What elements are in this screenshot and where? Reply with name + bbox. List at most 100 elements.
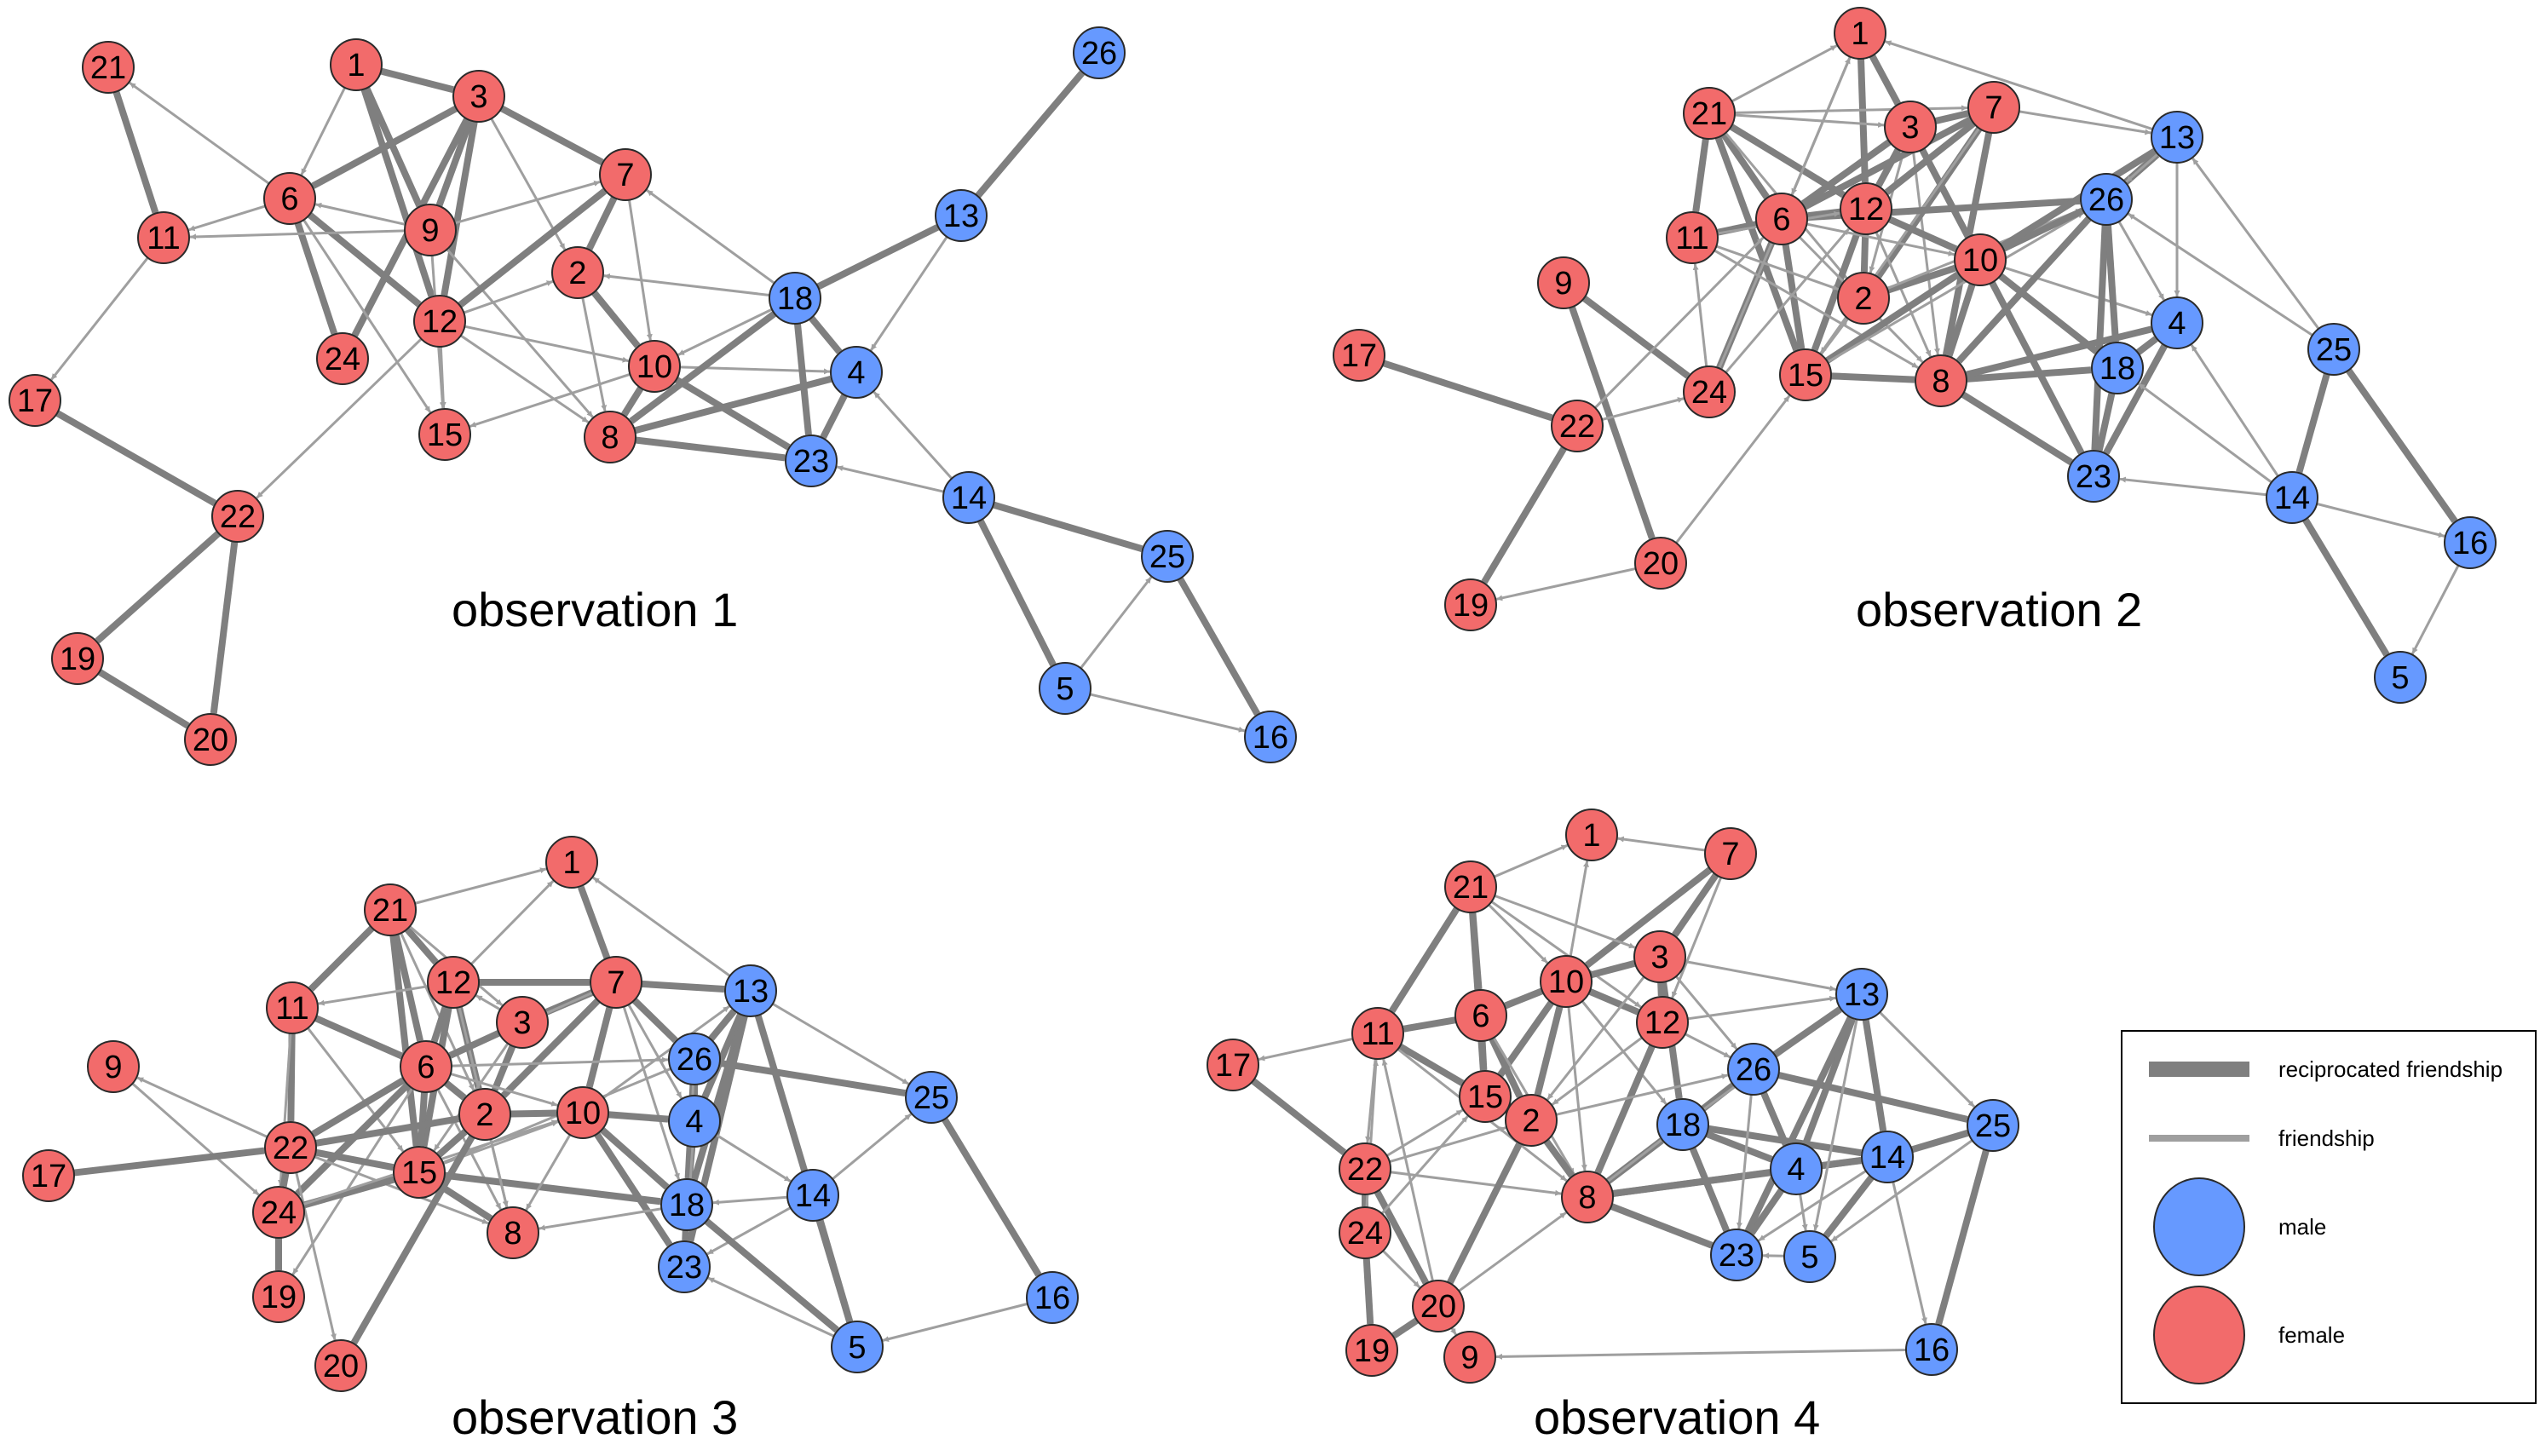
node-4: 4: [1770, 1142, 1823, 1195]
friendship-edge-6-11: [188, 204, 266, 232]
node-7: 7: [1704, 827, 1757, 880]
reciprocated-friendship-edge-15-2: [435, 1129, 468, 1159]
friendship-edge-9-8: [446, 248, 594, 418]
node-9: 9: [87, 1040, 140, 1093]
node-label: 7: [1721, 837, 1739, 872]
reciprocated-friendship-edge-10-13: [2000, 148, 2157, 250]
node-circle: [590, 956, 642, 1009]
node-circle: [1444, 578, 1497, 631]
reciprocated-friendship-edge-22-2: [314, 1115, 460, 1147]
node-17: 17: [9, 374, 61, 427]
node-circle: [2307, 323, 2360, 376]
friendship-edge-24-15: [1380, 1115, 1469, 1215]
node-12: 12: [1636, 996, 1689, 1049]
friendship-edge-18-10: [677, 308, 773, 356]
reciprocated-friendship-edge-17-22: [73, 1147, 265, 1177]
node-label: 25: [2316, 332, 2352, 368]
node-7: 7: [599, 148, 652, 201]
node-12: 12: [1840, 182, 1892, 235]
friendship-edge-10-8: [525, 1134, 572, 1211]
node-circle: [1540, 955, 1593, 1008]
node-label: 5: [848, 1330, 866, 1366]
reciprocated-friendship-edge-24-19: [1362, 1257, 1374, 1325]
node-circle: [660, 1178, 713, 1231]
node-4: 4: [830, 346, 883, 399]
reciprocated-friendship-edge-10-2: [1534, 1005, 1564, 1096]
reciprocated-friendship-edge-14-5: [976, 518, 1057, 667]
reciprocated-friendship-edge-21-11: [1389, 906, 1460, 1013]
node-8: 8: [584, 411, 636, 463]
node-circle: [1454, 989, 1507, 1042]
node-15: 15: [393, 1146, 446, 1199]
reciprocated-friendship-edge-3-10: [1919, 147, 1972, 239]
reciprocated-friendship-edge-22-19: [1481, 446, 1568, 584]
reciprocated-friendship-edge-21-15: [389, 935, 420, 1147]
friendship-edge-25-26: [2128, 212, 2313, 337]
node-label: 24: [1347, 1216, 1383, 1252]
reciprocated-friendship-edge-6-11: [1402, 1016, 1457, 1033]
node-label: 20: [323, 1349, 359, 1384]
node-circle: [1666, 211, 1719, 264]
friendship-edge-20-8: [1458, 1211, 1567, 1292]
reciprocated-friendship-edge-7-1: [577, 885, 611, 960]
node-circle: [252, 1270, 305, 1323]
friendship-edge-10-13: [602, 1004, 730, 1099]
node-circle: [184, 713, 237, 766]
friendship-edge-13-1: [592, 876, 731, 977]
node-11: 11: [1351, 1007, 1404, 1060]
reciprocated-friendship-edge-3-12: [441, 120, 478, 296]
node-label: 19: [261, 1280, 297, 1315]
friendship-edge-26-4: [2117, 221, 2165, 301]
reciprocated-friendship-edge-2-20: [350, 1135, 475, 1345]
node-label: 22: [1347, 1152, 1383, 1188]
friendship-edge-10-8: [1567, 1006, 1587, 1171]
reciprocated-friendship-edge-10-23: [674, 377, 791, 451]
node-circle: [942, 471, 995, 524]
reciprocated-friendship-edge-13-14: [1862, 1019, 1887, 1131]
node-circle: [2151, 111, 2203, 164]
node-3: 3: [1633, 930, 1686, 983]
node-label: 6: [280, 181, 298, 217]
friendship-edge-11-8: [1713, 249, 1919, 369]
node-18: 18: [2091, 342, 2144, 394]
node-circle: [1834, 7, 1886, 60]
node-circle: [551, 246, 604, 299]
friendship-edge-14-16: [1892, 1181, 1927, 1325]
node-circle: [137, 211, 190, 264]
node-circle: [1770, 1142, 1823, 1195]
node-label: 26: [2088, 182, 2124, 218]
reciprocated-friendship-edge-21-12: [404, 927, 439, 965]
reciprocated-friendship-edge-18-4: [809, 315, 843, 354]
reciprocated-friendship-edge-2-8: [1543, 1138, 1575, 1178]
reciprocated-friendship-edge-26-13: [1772, 1006, 1842, 1058]
friendship-edge-10-15: [469, 372, 631, 428]
node-circle: [1444, 860, 1497, 913]
friendship-edge-12-26: [1684, 1033, 1731, 1059]
node-label: 11: [1675, 221, 1708, 256]
node-circle: [599, 148, 652, 201]
node-circle: [1207, 1039, 1259, 1091]
node-label: 16: [1914, 1332, 1950, 1368]
node-circle: [1835, 968, 1888, 1021]
node-label: 2: [475, 1097, 493, 1133]
reciprocated-friendship-edge-8-4: [1965, 325, 2152, 378]
friendship-edge-14-23: [706, 1206, 792, 1256]
node-circle: [87, 1040, 140, 1093]
friendship-edge-5-25: [1080, 576, 1153, 670]
node-circle: [2444, 516, 2497, 569]
node-16: 16: [1244, 711, 1297, 763]
node-26: 26: [2080, 173, 2133, 226]
reciprocated-friendship-edge-8-4: [633, 376, 832, 434]
reciprocated-friendship-edge-10-18: [599, 1126, 670, 1190]
friendship-edge-6-21: [129, 81, 270, 185]
friendship-edge-10-18: [1581, 1000, 1667, 1105]
node-circle: [2091, 342, 2144, 394]
node-label: 25: [1975, 1108, 2011, 1144]
friendship-edge-21-7: [1734, 105, 1968, 114]
friendship-edge-22-6: [1594, 237, 1765, 409]
node-circle: [393, 1146, 446, 1199]
